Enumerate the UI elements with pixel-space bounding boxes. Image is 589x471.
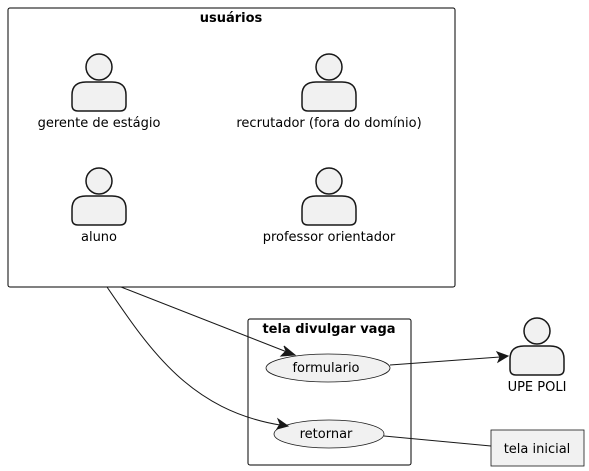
edge-formulario-upe-poli	[389, 351, 510, 366]
usecase-retornar[interactable]: retornar	[273, 419, 385, 449]
usecase-formulario-label: formulario	[292, 361, 359, 376]
actor-aluno-label: aluno	[81, 230, 117, 245]
package-tela-divulgar-vaga: tela divulgar vaga formulario retornar	[247, 318, 412, 466]
edge-usuarios-formulario-line	[120, 286, 288, 353]
actor-professor-icon	[301, 167, 357, 226]
actor-gerente[interactable]: gerente de estágio	[38, 53, 161, 131]
actor-upe-poli[interactable]: UPE POLI	[508, 317, 567, 395]
edge-usuarios-retornar-line	[106, 286, 281, 426]
package-tela-divulgar-vaga-title: tela divulgar vaga	[262, 322, 395, 337]
package-usuarios: usuários gerente de estágio recrutador (…	[7, 7, 456, 288]
edge-usuarios-retornar-arrow	[275, 417, 290, 430]
package-tela-divulgar-vaga-frame	[247, 318, 412, 466]
edge-retornar-tela-inicial-line	[383, 435, 492, 447]
node-tela-inicial-label: tela inicial	[504, 442, 571, 457]
actor-professor-label: professor orientador	[263, 230, 396, 245]
actor-upe-poli-icon	[509, 317, 565, 376]
actor-recrutador-icon	[301, 53, 357, 112]
usecase-formulario[interactable]: formulario	[265, 353, 391, 383]
usecase-retornar-ellipse	[273, 419, 385, 449]
usecase-retornar-label: retornar	[300, 427, 353, 442]
node-tela-inicial-box	[490, 429, 585, 467]
actor-aluno[interactable]: aluno	[71, 167, 127, 245]
usecase-formulario-ellipse	[265, 353, 391, 383]
actor-gerente-label: gerente de estágio	[38, 116, 161, 131]
actor-upe-poli-label: UPE POLI	[508, 380, 567, 395]
edge-retornar-tela-inicial	[383, 435, 492, 447]
actor-recrutador-label: recrutador (fora do domínio)	[236, 116, 421, 131]
edge-usuarios-formulario-arrow	[279, 345, 297, 357]
actor-professor[interactable]: professor orientador	[263, 167, 396, 245]
package-usuarios-frame	[7, 7, 456, 288]
node-tela-inicial[interactable]: tela inicial	[490, 429, 585, 467]
edge-formulario-upe-poli-line	[389, 356, 501, 366]
actor-recrutador[interactable]: recrutador (fora do domínio)	[236, 53, 422, 131]
actor-gerente-icon	[71, 53, 127, 112]
actor-aluno-icon	[71, 167, 127, 226]
package-usuarios-title: usuários	[200, 11, 263, 26]
edge-formulario-upe-poli-arrow	[495, 351, 510, 364]
edge-usuarios-formulario	[120, 286, 297, 357]
edge-usuarios-retornar	[106, 286, 290, 430]
